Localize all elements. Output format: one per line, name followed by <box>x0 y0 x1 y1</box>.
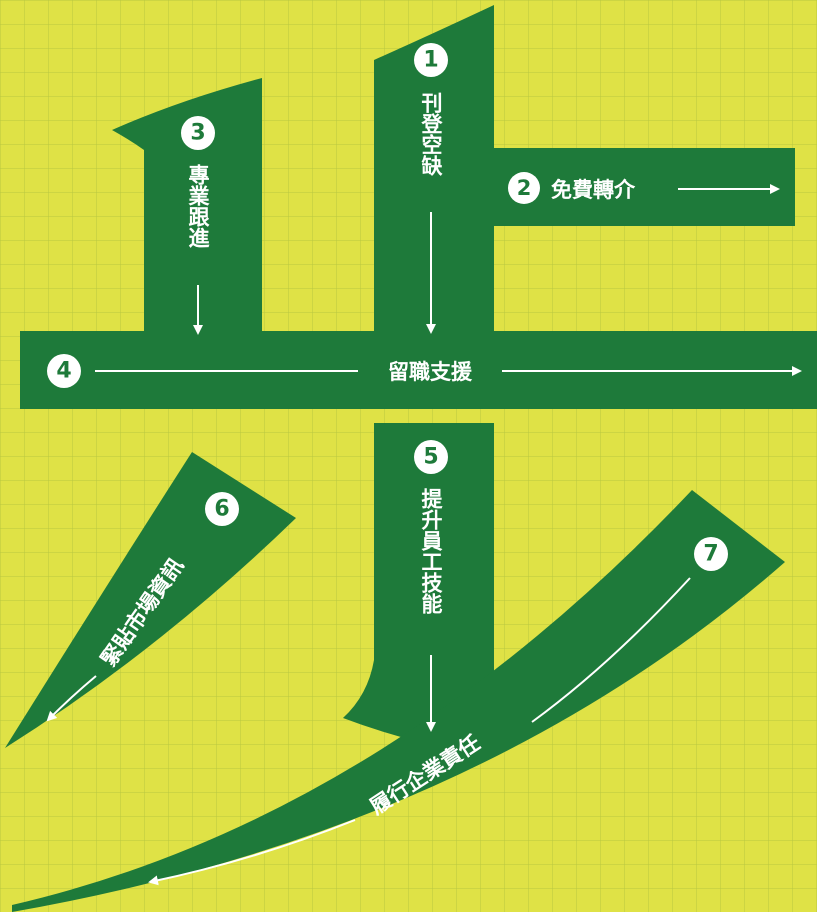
step-5-number: 5 <box>423 445 438 470</box>
step-5-label: 提升員工技能 <box>419 487 444 614</box>
step-2-label: 免費轉介 <box>551 178 636 202</box>
step-4-number: 4 <box>56 359 71 384</box>
stroke-5-vertical <box>343 423 494 742</box>
step-1-label: 刊登空缺 <box>419 92 444 177</box>
step-3-badge <box>181 116 215 150</box>
step-4-badge <box>47 354 81 388</box>
step-6-number: 6 <box>214 497 229 522</box>
arrow-step-6 <box>46 675 97 722</box>
arrow-step-7-upper <box>531 577 691 723</box>
step-2-number: 2 <box>517 176 532 200</box>
step-6-badge <box>205 492 239 526</box>
stroke-1-vertical <box>374 5 494 332</box>
step-7-badge <box>694 537 728 571</box>
step-7-number: 7 <box>703 542 718 567</box>
step-1-badge <box>414 43 448 77</box>
stroke-7-sweep <box>12 490 785 912</box>
stroke-3-vertical <box>112 78 262 332</box>
step-1-number: 1 <box>423 48 438 73</box>
step-4-label: 留職支援 <box>388 360 473 384</box>
step-5-badge <box>414 440 448 474</box>
step-2-badge <box>508 172 540 204</box>
stroke-6-diagonal <box>5 452 296 748</box>
arrow-step-7-lower <box>148 819 356 886</box>
stroke-2-horizontal <box>494 148 795 226</box>
step-3-label: 專業跟進 <box>186 164 210 248</box>
step-3-number: 3 <box>190 121 205 146</box>
